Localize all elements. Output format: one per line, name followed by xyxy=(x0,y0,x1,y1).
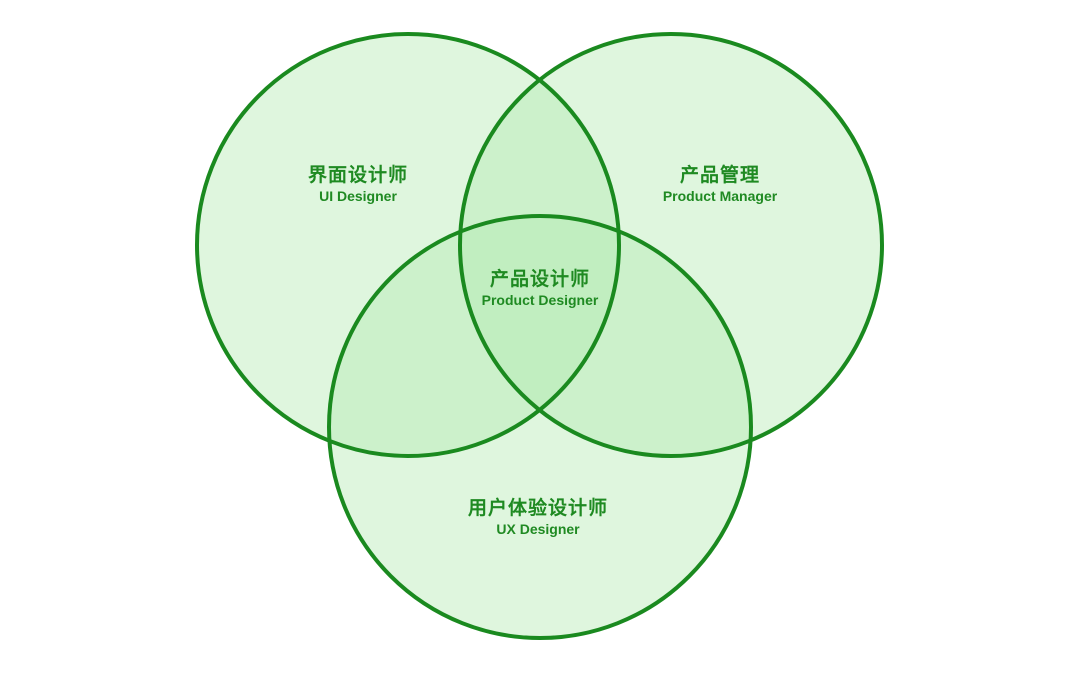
label-product-designer: 产品设计师 Product Designer xyxy=(482,267,599,309)
label-product-designer-en: Product Designer xyxy=(481,292,599,308)
label-ui-designer: 界面设计师 UI Designer xyxy=(308,163,408,205)
label-ui-designer-zh: 界面设计师 xyxy=(307,164,409,186)
label-ux-designer-zh: 用户体验设计师 xyxy=(467,497,609,519)
label-ux-designer-en: UX Designer xyxy=(496,521,580,537)
label-ux-designer: 用户体验设计师 UX Designer xyxy=(468,496,608,538)
label-ui-designer-en: UI Designer xyxy=(319,188,397,204)
label-product-manager-zh: 产品管理 xyxy=(679,164,761,186)
circle-ui-designer-outline xyxy=(195,32,621,458)
circle-ux-designer-outline xyxy=(327,214,753,640)
label-product-manager-en: Product Manager xyxy=(662,188,778,204)
circle-ux-designer xyxy=(329,216,751,638)
circle-ui-designer xyxy=(197,34,619,456)
label-product-designer-zh: 产品设计师 xyxy=(489,268,591,290)
label-product-manager: 产品管理 Product Manager xyxy=(663,163,777,205)
circle-product-manager xyxy=(460,34,882,456)
circle-product-manager-outline xyxy=(458,32,884,458)
